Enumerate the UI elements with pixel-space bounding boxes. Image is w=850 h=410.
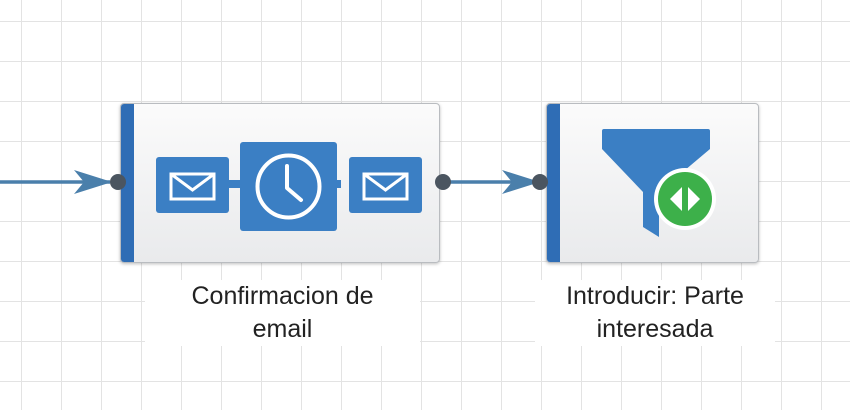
- node-label-line: Confirmacion de: [191, 282, 374, 310]
- node-label-email-confirmation: Confirmacion de email: [145, 280, 420, 346]
- envelope-icon: [156, 157, 229, 213]
- incoming-connector[interactable]: [0, 170, 112, 194]
- filter-node[interactable]: [546, 103, 759, 263]
- node-label-filter: Introducir: Parte interesada: [535, 280, 775, 346]
- node-label-line: email: [252, 315, 313, 343]
- node-label-line: interesada: [596, 315, 714, 343]
- email-wait-icon-group: [156, 142, 422, 231]
- clock-icon: [240, 142, 337, 231]
- connector-email-to-filter[interactable]: [440, 170, 540, 194]
- arrowhead-icon: [502, 170, 540, 194]
- arrowhead-icon: [74, 170, 112, 194]
- node-label-line: Introducir: Parte: [566, 282, 744, 310]
- output-port[interactable]: [435, 174, 451, 190]
- funnel-icon: [602, 129, 710, 237]
- filter-icon-group: [602, 129, 716, 237]
- input-port[interactable]: [110, 174, 126, 190]
- decision-badge-icon: [654, 168, 716, 230]
- node-accent-stripe: [121, 104, 134, 262]
- node-accent-stripe: [547, 104, 560, 262]
- email-confirmation-node[interactable]: [120, 103, 440, 263]
- input-port[interactable]: [532, 174, 548, 190]
- envelope-icon: [349, 157, 422, 213]
